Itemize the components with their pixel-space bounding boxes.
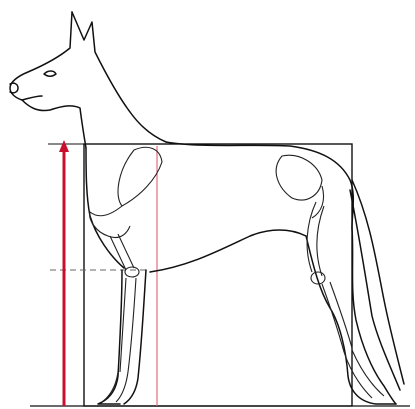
great-dane-outline [10,12,404,404]
height-arrow-head [59,140,69,152]
skeleton-overlay [90,147,384,402]
